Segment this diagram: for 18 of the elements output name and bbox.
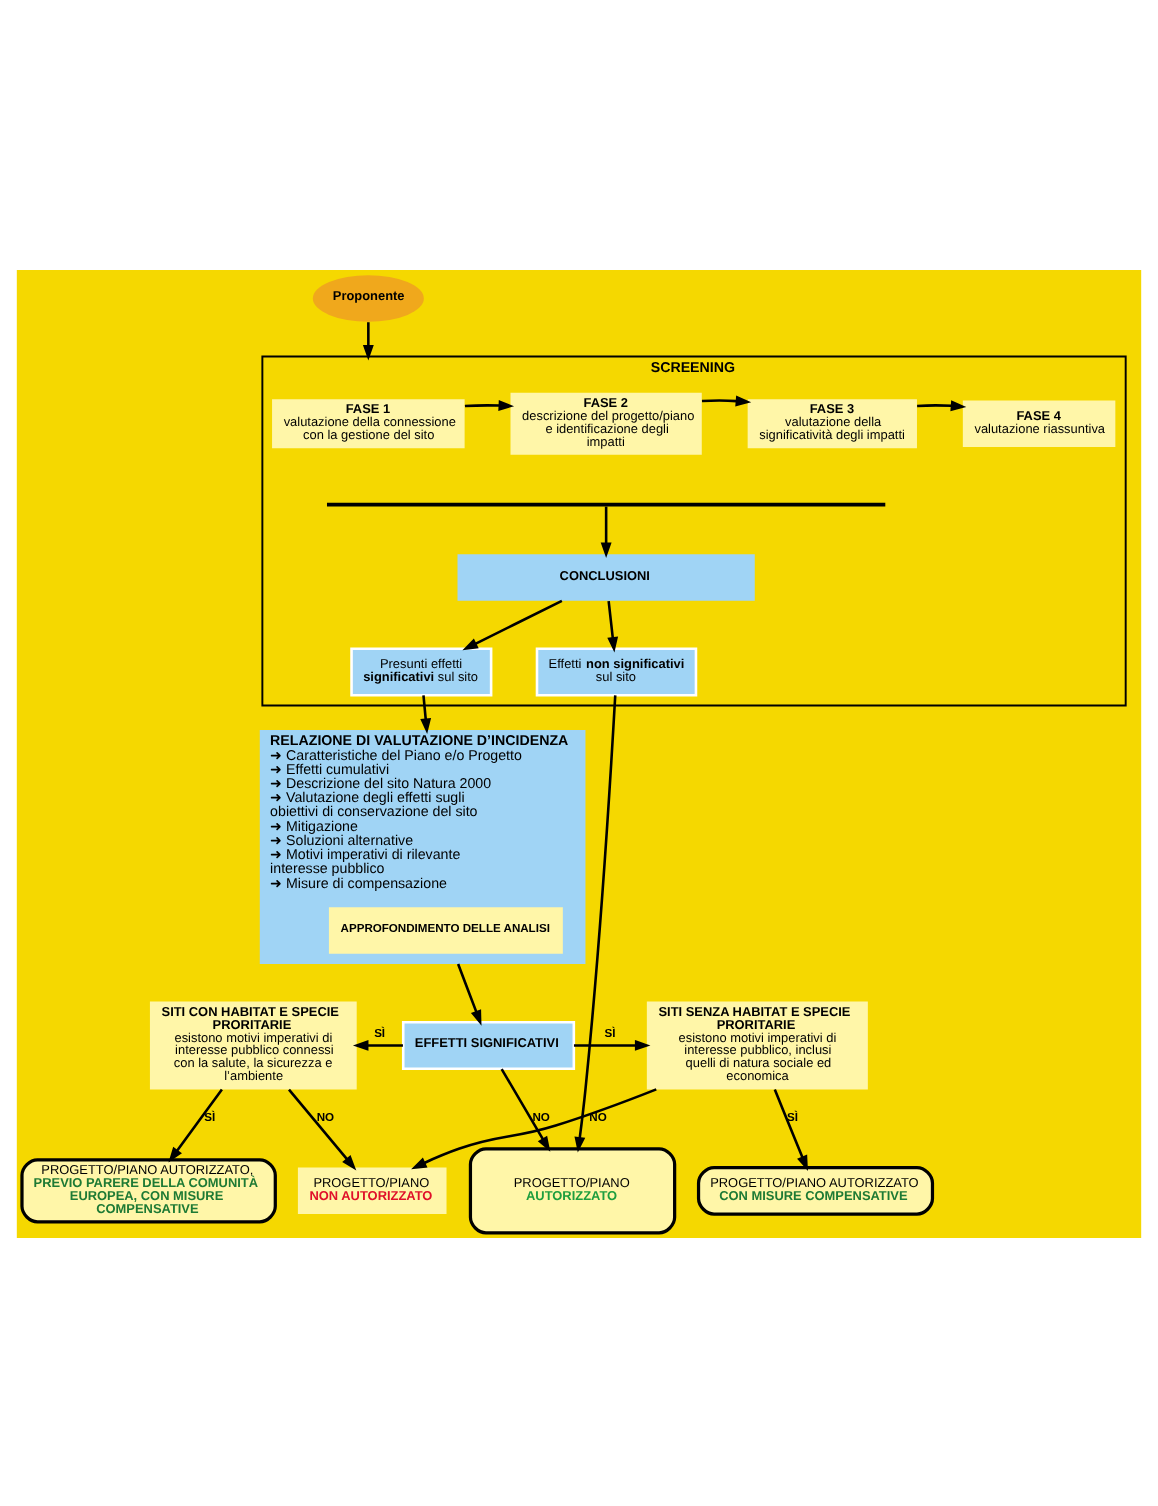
arrow <box>420 694 432 733</box>
arrow <box>456 962 482 1025</box>
arrow <box>464 399 515 410</box>
arrow <box>462 598 563 650</box>
arrow <box>773 1088 808 1171</box>
arrow <box>600 505 612 558</box>
arrow <box>288 1087 357 1170</box>
arrow <box>573 1039 651 1050</box>
arrow <box>607 599 619 652</box>
arrow <box>917 399 967 411</box>
arrow <box>168 1087 223 1162</box>
arrow <box>362 321 374 360</box>
arrow <box>411 1087 657 1169</box>
arrow <box>701 394 752 406</box>
arrow <box>574 694 617 1152</box>
node-bar <box>327 501 886 506</box>
arrow <box>352 1039 403 1050</box>
arrow <box>500 1067 551 1151</box>
